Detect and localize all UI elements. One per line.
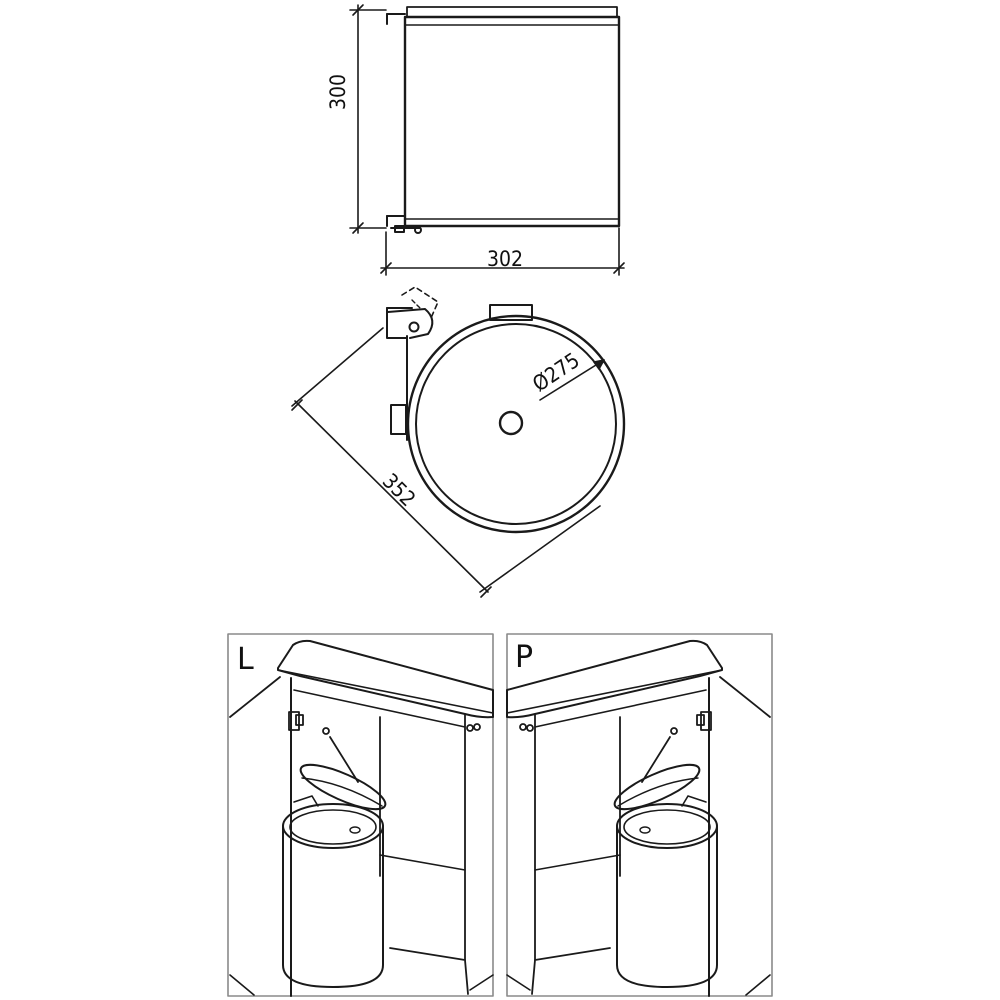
dimension-height (349, 4, 387, 234)
dimension-width-label: 302 (487, 247, 523, 271)
bin-inner-circle (415, 323, 617, 525)
panel-left-countertop (277, 639, 494, 719)
panel-right-lid (613, 763, 701, 811)
dimension-height-label: 300 (326, 74, 350, 110)
panel-left-bin (282, 763, 387, 988)
bin-center-hole (498, 410, 524, 436)
top-tab (489, 304, 533, 321)
top-view: Ø275 352 (291, 286, 626, 598)
panel-right-hinge (519, 711, 712, 783)
hinge-plate (386, 286, 439, 339)
panel-left-frame (227, 633, 494, 997)
panel-right-label: P (515, 640, 533, 675)
panel-left-label: L (237, 642, 254, 677)
panel-left: L (227, 633, 494, 997)
dimension-width (380, 227, 625, 276)
panel-right-bin (613, 763, 718, 988)
dimension-diameter (539, 359, 605, 401)
side-tab (390, 404, 407, 435)
panel-right: P (506, 633, 773, 997)
side-view-body (403, 15, 621, 228)
hinge-screw (408, 321, 420, 333)
side-view-bracket (386, 13, 422, 234)
dimension-diagonal-label: 352 (378, 469, 420, 511)
side-view: 300 302 (326, 4, 625, 276)
dimension-diagonal (291, 327, 601, 598)
panel-right-frame (506, 633, 773, 997)
bin-outer-circle (406, 314, 626, 534)
side-view-top-rim (406, 6, 618, 18)
panel-left-lid (299, 763, 387, 811)
panel-left-hinge (288, 711, 481, 783)
